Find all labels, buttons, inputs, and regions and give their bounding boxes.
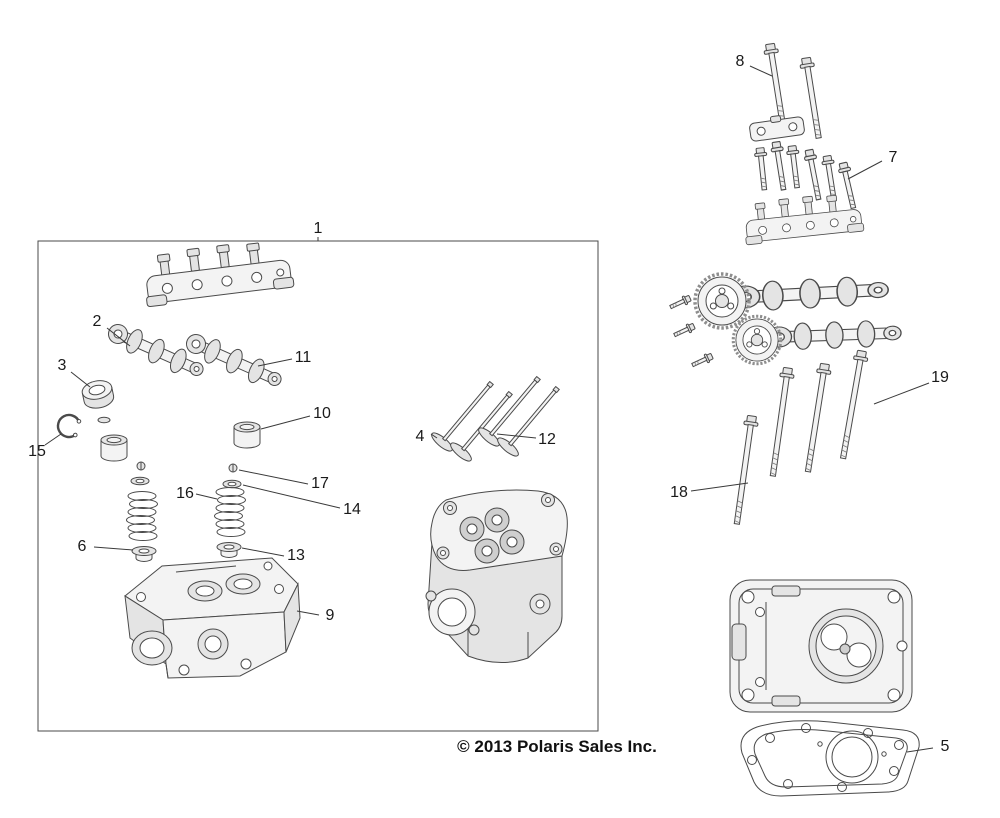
callout-9: 9: [325, 607, 335, 624]
head-bolt-b-drawing: [765, 366, 796, 478]
bolt-7e-drawing: [820, 154, 840, 199]
callout-12: 12: [538, 431, 556, 448]
spring-retainer-left-drawing: [130, 476, 150, 486]
spring-retainer-right-drawing: [222, 479, 242, 489]
leader-line-12: [496, 433, 537, 439]
leader-line-19: [873, 382, 930, 405]
leader-line-11: [257, 358, 293, 367]
head-bolt-c-drawing: [800, 362, 833, 474]
camshaft-lower-right-drawing: [765, 318, 903, 352]
cylinder-head-iso-drawing: [124, 557, 301, 679]
head-gasket-drawing: [740, 720, 920, 797]
bolt-7d-drawing: [802, 148, 826, 202]
leader-line-5: [906, 747, 934, 753]
callout-11: 11: [294, 349, 312, 366]
small-bolt-a-drawing: [668, 293, 693, 312]
leader-line-2: [106, 327, 131, 347]
callout-2: 2: [92, 313, 102, 330]
callout-17: 17: [311, 475, 329, 492]
head-bolts-drawing: [729, 349, 870, 526]
leader-line-18: [690, 482, 749, 492]
valve-spring-right-drawing: [214, 487, 246, 537]
callout-4: 4: [415, 428, 425, 445]
leader-line-6: [93, 546, 134, 551]
leader-lines: [44, 65, 934, 753]
leader-line-10: [260, 415, 311, 430]
long-bolt-8a-drawing: [762, 42, 791, 126]
copyright-text: © 2013 Polaris Sales Inc.: [457, 737, 657, 756]
callout-13: 13: [287, 547, 305, 564]
leader-line-8: [749, 65, 773, 77]
callout-3: 3: [57, 357, 67, 374]
leader-line-14: [242, 484, 341, 509]
valve-keeper-right-drawing: [228, 463, 238, 473]
leader-line-15: [44, 433, 62, 446]
callout-5: 5: [940, 738, 950, 755]
leader-line-16: [195, 493, 218, 500]
callout-15: 15: [28, 443, 46, 460]
small-bolt-c-drawing: [690, 351, 715, 370]
cam-sprocket-upper-drawing: [693, 272, 751, 330]
camshaft-sprocket-assembly-drawing: [668, 272, 903, 370]
callout-18: 18: [670, 484, 688, 501]
leader-line-9: [296, 610, 320, 616]
callout-19: 19: [931, 369, 949, 386]
camshaft-exhaust-drawing: [181, 328, 287, 394]
leader-line-4: [430, 433, 438, 439]
bolt-7a-drawing: [753, 146, 771, 191]
tappet-right-drawing: [233, 421, 261, 449]
callout-10: 10: [313, 405, 331, 422]
small-bolt-b-drawing: [672, 321, 697, 340]
cylinder-head-bottom-drawing: [729, 579, 913, 713]
cam-cap-bracket-drawing: [749, 115, 805, 142]
callout-8: 8: [735, 53, 745, 70]
leader-line-13: [241, 547, 285, 557]
callout-1: 1: [313, 220, 323, 237]
valve-keeper-left-drawing: [136, 461, 146, 471]
valve-spring-left-drawing: [126, 491, 158, 541]
leader-line-7: [847, 160, 883, 180]
circlip-drawing: [56, 413, 82, 439]
callout-16: 16: [176, 485, 194, 502]
cam-sprocket-lower-drawing: [731, 314, 783, 366]
bolt-7f-drawing: [836, 161, 860, 210]
spring-seat-right-drawing: [216, 542, 242, 558]
cylinder-head-top-drawing: [425, 489, 568, 663]
camshaft-upper-right-drawing: [728, 274, 890, 313]
bolt-7c-drawing: [785, 144, 804, 189]
rocker-carrier-right-drawing: [741, 190, 865, 246]
leader-line-17: [238, 469, 309, 485]
callout-7: 7: [888, 149, 898, 166]
callout-14: 14: [343, 501, 361, 518]
small-washer-drawing: [97, 416, 111, 424]
head-bolt-18-drawing: [729, 414, 760, 526]
valves-drawing: [428, 369, 568, 465]
rocker-carrier-drawing: [140, 236, 295, 308]
callout-6: 6: [77, 538, 87, 555]
spring-seat-left-drawing: [131, 546, 157, 562]
tappet-left-drawing: [100, 434, 128, 462]
leader-line-3: [70, 371, 91, 388]
head-bolt-19-drawing: [835, 349, 870, 461]
bolt-7b-drawing: [769, 140, 791, 192]
cam-end-cap-drawing: [81, 380, 115, 409]
